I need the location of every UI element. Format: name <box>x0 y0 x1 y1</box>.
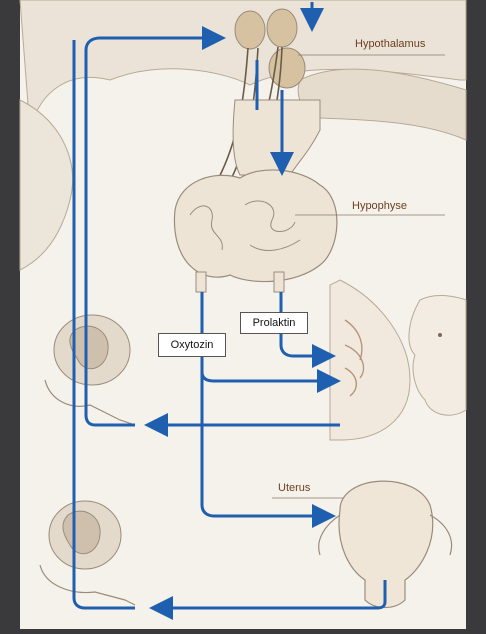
neuron-cell-1 <box>235 11 265 49</box>
prolaktin-label: Prolaktin <box>253 317 296 329</box>
vessel-right <box>274 272 284 292</box>
oxytozin-label: Oxytozin <box>171 339 214 351</box>
baby-eye <box>438 333 442 337</box>
label-hypothalamus: Hypothalamus <box>355 38 425 50</box>
label-uterus: Uterus <box>278 482 310 494</box>
vessel-left <box>196 272 206 292</box>
hypophyse-gland <box>174 170 336 282</box>
oxytozin-box: Oxytozin <box>158 333 226 357</box>
neuron-cell-2 <box>267 9 297 47</box>
prolaktin-box: Prolaktin <box>240 312 308 334</box>
label-hypophyse: Hypophyse <box>352 200 407 212</box>
